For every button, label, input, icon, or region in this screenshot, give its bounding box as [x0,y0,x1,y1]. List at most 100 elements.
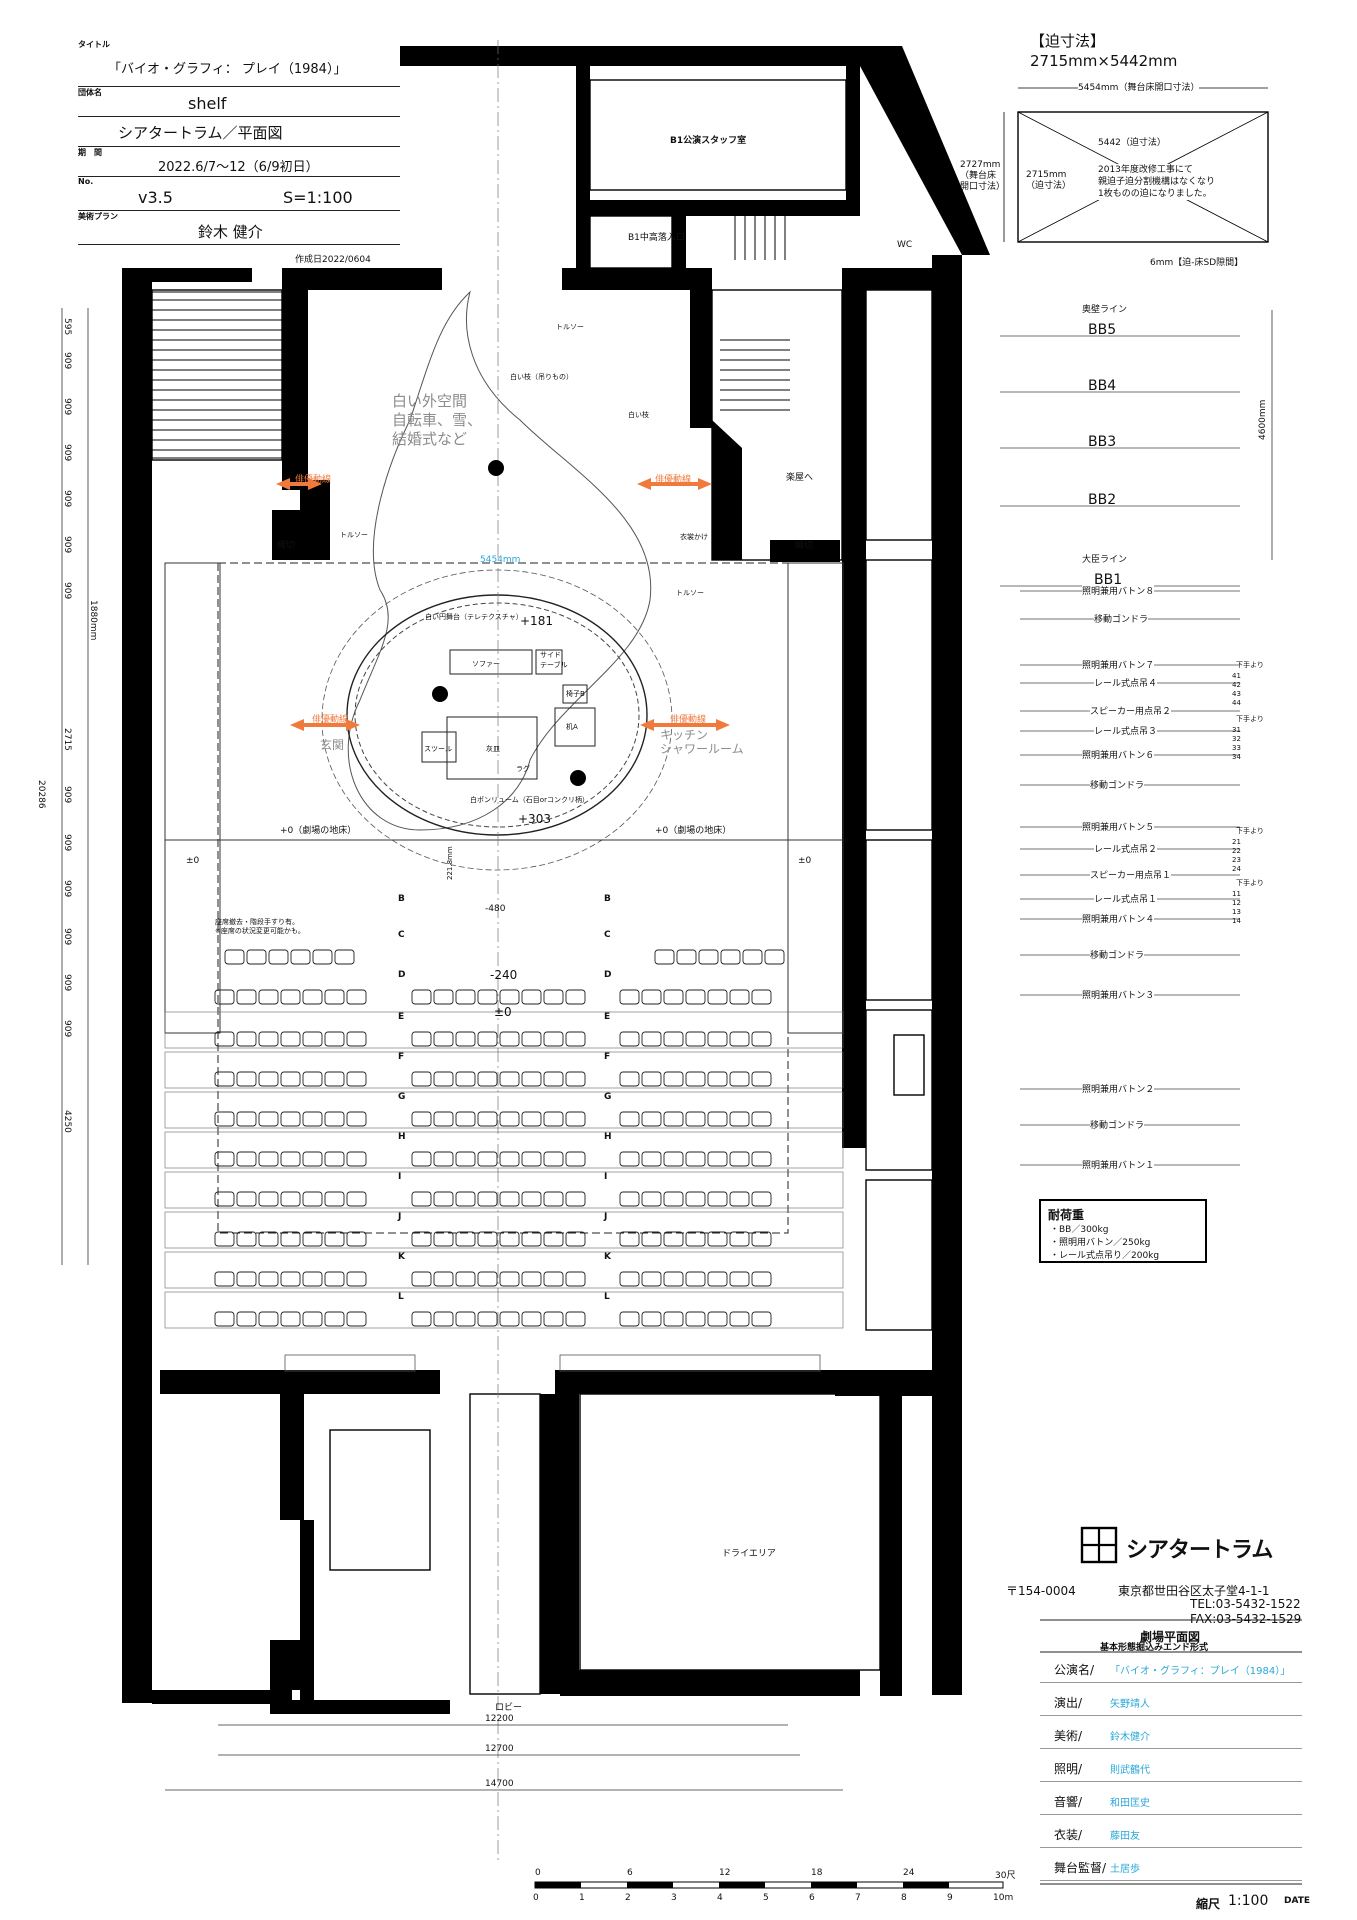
seat [663,1311,684,1327]
trap-gap: 6mm【迫-床SD隙間】 [1150,258,1244,268]
seat [685,1151,706,1167]
seat [302,1151,323,1167]
white-ring-label: 白い円舞台（テレテクスチャ） [425,613,523,621]
batten-item: 移動ゴンドラ [1090,948,1145,961]
dim-5454: 5454mm [480,555,521,565]
seat [641,1231,662,1247]
seat [302,1111,323,1127]
seat [224,949,245,965]
seat [411,1231,432,1247]
seat [543,1071,564,1087]
sofa-label: ソファー [472,660,500,668]
seat [455,1191,476,1207]
credit-value: 藤田友 [1110,1831,1140,1842]
seat [346,1231,367,1247]
stool-label: スツール [424,745,452,753]
point-number: 14 [1232,917,1241,925]
level-minus240: -240 [490,968,518,982]
seat [663,1071,684,1087]
seat [663,1151,684,1167]
seat [433,1151,454,1167]
seat [619,1191,640,1207]
seat [663,1031,684,1047]
seat [676,949,697,965]
shukushaku-label: 縮尺 [1196,1897,1221,1911]
seat [521,989,542,1005]
circular-stage-inner [354,602,640,828]
seat [707,1071,728,1087]
seat [543,1311,564,1327]
batten-item: 照明兼用バトン４ [1082,912,1155,925]
credit-label: 演出/ [1054,1696,1083,1710]
seat [236,1031,257,1047]
bb-label: BB4 [1088,378,1117,394]
room-staff: B1公演スタッフ室 [670,136,747,146]
seat [346,1311,367,1327]
seat [433,1311,454,1327]
seat [280,1271,301,1287]
left-dimension: 595 [62,318,72,336]
venue-row: シアタートラム／平面図 [78,116,400,147]
seat [707,1151,728,1167]
seat [565,1111,586,1127]
stairs-right [720,200,790,411]
credit-row: 公演名/「バイオ・グラフィ：プレイ（1984）」 [1040,1652,1302,1683]
tormentor-left: トルソー [340,531,368,539]
actor-marker [432,686,448,702]
seat [477,1151,498,1167]
seat [565,989,586,1005]
stage-left-note: 下手より [1236,715,1264,723]
tormentor-top: トルソー [556,323,584,331]
dim-bottom-2: 12700 [485,1744,514,1754]
seat [236,1271,257,1287]
seat [258,1191,279,1207]
theatre-postal: 〒154-0004 [1006,1584,1076,1598]
batten-item: 照明兼用バトン８ [1082,584,1155,597]
row-label: E [604,1012,611,1022]
left-dimension: 909 [62,490,72,508]
seat [729,1031,750,1047]
title-label: タイトル [78,40,110,49]
seat [521,1271,542,1287]
seat [477,1191,498,1207]
seat [346,1111,367,1127]
title-row: タイトル 「バイオ・グラフィ： プレイ（1984）」 [78,38,400,87]
dim-bottom-3: 14700 [485,1779,514,1789]
seat [411,1071,432,1087]
seat [302,989,323,1005]
room-b1-entrance: B1中高落入口 [628,233,685,243]
seat [641,1071,662,1087]
acting-area [217,562,789,1234]
group-value: shelf [188,94,227,113]
point-number: 33 [1232,744,1241,752]
seat [302,1031,323,1047]
version-row: No. v3.5 S=1:100 [78,176,400,211]
row-label: C [398,930,405,940]
dim-bottom-1: 12200 [485,1714,514,1724]
credit-label: 衣装/ [1054,1828,1083,1842]
credit-row: 演出/矢野靖人 [1040,1685,1302,1716]
credit-value: 鈴木健介 [1110,1732,1150,1743]
point-number: 44 [1232,699,1241,707]
seat [565,1231,586,1247]
seat [499,1311,520,1327]
scale-shaku-label: 18 [811,1868,823,1878]
seat [751,1271,772,1287]
bb-label: BB5 [1088,322,1117,338]
left-dimension: 20286 [36,780,46,809]
seat [729,1071,750,1087]
seat [685,1111,706,1127]
seat [280,1191,301,1207]
seat [258,1231,279,1247]
seat [236,1191,257,1207]
scale-shaku-label: 24 [903,1868,915,1878]
scale-value: S=1:100 [283,188,353,207]
left-dimension: 909 [62,974,72,992]
seat [521,1071,542,1087]
seat [685,989,706,1005]
row-label: H [398,1132,406,1142]
credit-label: 音響/ [1054,1795,1083,1809]
level-plus303: +303 [518,812,551,826]
curtain-right: 締切 [795,541,814,551]
